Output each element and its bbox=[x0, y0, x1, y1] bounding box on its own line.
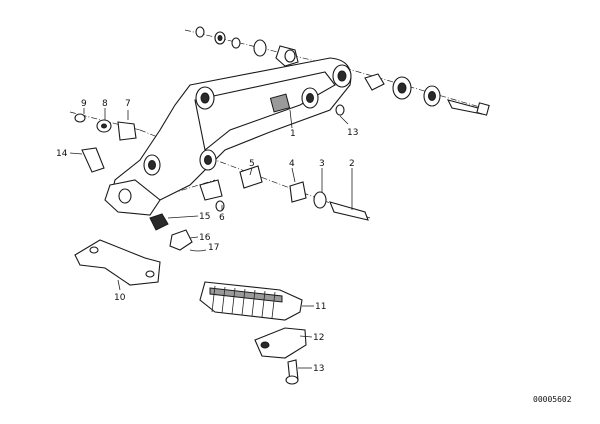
callout-11: 11 bbox=[315, 302, 326, 312]
callout-labels: 1 2 3 4 5 6 7 8 9 10 11 12 13 13 14 15 1… bbox=[56, 99, 358, 374]
leader-lines bbox=[69, 108, 353, 369]
main-bracket bbox=[104, 57, 352, 216]
callout-3: 3 bbox=[319, 159, 325, 169]
left-hardware bbox=[74, 113, 137, 173]
callout-8: 8 bbox=[102, 99, 108, 109]
callout-13-upper: 13 bbox=[347, 128, 358, 138]
callout-10: 10 bbox=[114, 293, 126, 303]
small-parts bbox=[149, 213, 207, 252]
callout-17: 17 bbox=[208, 243, 219, 253]
callout-4: 4 bbox=[289, 159, 295, 169]
callout-15: 15 bbox=[199, 212, 210, 222]
callout-9: 9 bbox=[81, 99, 87, 109]
footpeg-rubber bbox=[199, 281, 303, 321]
callout-13-lower: 13 bbox=[313, 364, 324, 374]
callout-5: 5 bbox=[249, 159, 255, 169]
lower-bolt bbox=[285, 359, 299, 385]
callout-6: 6 bbox=[219, 213, 225, 223]
plate-part bbox=[74, 239, 161, 286]
callout-16: 16 bbox=[199, 233, 211, 243]
top-hardware bbox=[195, 26, 490, 116]
callout-7: 7 bbox=[125, 99, 131, 109]
diagram-part-id: 00005602 bbox=[533, 395, 572, 404]
peg-mount bbox=[254, 327, 307, 359]
callout-1: 1 bbox=[290, 129, 296, 139]
callout-14: 14 bbox=[56, 149, 68, 159]
callout-12: 12 bbox=[313, 333, 324, 343]
callout-2: 2 bbox=[349, 159, 355, 169]
